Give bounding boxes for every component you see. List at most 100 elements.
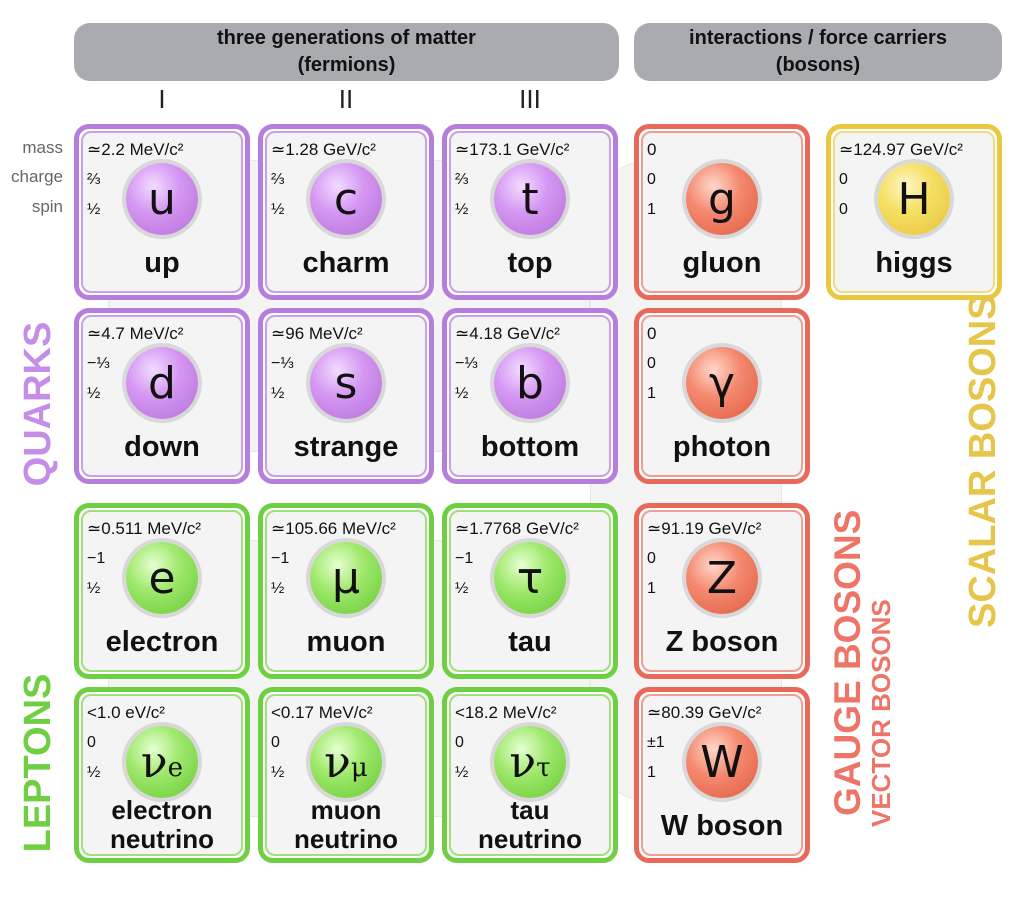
bosons-header-line1: interactions / force carriers [689,27,947,49]
charge-value: 0 [87,734,96,751]
mass-value: ≃1.28 GeV/c² [271,140,376,159]
spin-value: ½ [455,385,469,402]
scalar-bosons-label: SCALAR BOSONS [962,294,1004,628]
fermions-header-line1: three generations of matter [217,27,476,49]
particle-name: muon [306,626,386,658]
charge-value: ⅔ [271,171,285,188]
particle-symbol: c [310,163,382,235]
charge-value: −⅓ [455,355,478,372]
charge-value: −⅓ [87,355,110,372]
spin-value: ½ [87,385,101,402]
particle-card-top[interactable]: ≃173.1 GeV/c² ⅔ ½ t top [442,124,618,300]
mass-value: ≃105.66 MeV/c² [271,519,396,538]
symbol-subscript: τ [536,753,551,783]
charge-value: 0 [839,171,848,188]
symbol-subscript: e [167,753,184,783]
mass-value: 0 [647,140,657,159]
particle-name: electron [105,626,219,658]
particle-card-tau[interactable]: ≃1.7768 GeV/c² −1 ½ τ tau [442,503,618,679]
mass-value: ≃80.39 GeV/c² [647,703,762,722]
symbol-subscript: μ [350,753,368,783]
quarks-label: QUARKS [17,321,59,487]
generation-2-label: II [338,84,354,114]
particle-name-line2: neutrino [110,824,214,854]
particle-name: W boson [660,810,784,842]
particle-symbol: e [126,542,198,614]
spin-value: ½ [87,764,101,781]
symbol-main: ν [140,736,168,788]
particle-card-muon[interactable]: ≃105.66 MeV/c² −1 ½ μ muon [258,503,434,679]
particle-name-line1: electron [111,795,213,825]
particle-name: Z boson [665,626,779,658]
generation-3-label: III [519,84,541,114]
charge-value: −1 [271,550,290,567]
particle-card-z-boson[interactable]: ≃91.19 GeV/c² 0 1 Z Z boson [634,503,810,679]
charge-value: −1 [455,550,474,567]
particle-name: bottom [480,431,580,463]
spin-value: ½ [271,385,285,402]
particle-symbol: H [878,163,950,235]
particle-card-charm[interactable]: ≃1.28 GeV/c² ⅔ ½ c charm [258,124,434,300]
particle-card-higgs[interactable]: ≃124.97 GeV/c² 0 0 H higgs [826,124,1002,300]
charge-value: 0 [647,355,656,372]
charge-value: ±1 [647,734,665,751]
particle-card-strange[interactable]: ≃96 MeV/c² −⅓ ½ s strange [258,308,434,484]
charge-value: −⅓ [271,355,294,372]
particle-symbol: t [494,163,566,235]
particle-card-photon[interactable]: 0 0 1 γ photon [634,308,810,484]
symbol-main: ν [324,736,351,788]
symbol-main: ν [509,736,537,788]
charge-value: 0 [647,171,656,188]
mass-value: ≃4.18 GeV/c² [455,324,560,343]
spin-value: ½ [87,580,101,597]
particle-symbol: W [686,726,758,798]
charge-row-label: charge [11,167,63,186]
gauge-bosons-label: GAUGE BOSONS [827,509,868,816]
spin-value: ½ [455,201,469,218]
particle-card-gluon[interactable]: 0 0 1 g gluon [634,124,810,300]
charge-value: ⅔ [87,171,101,188]
particle-name-line2: neutrino [294,824,398,854]
bosons-header: interactions / force carriers (bosons) [634,23,1002,81]
mass-value: ≃124.97 GeV/c² [839,140,963,159]
spin-value: ½ [455,580,469,597]
charge-value: −1 [87,550,106,567]
particle-card-down[interactable]: ≃4.7 MeV/c² −⅓ ½ d down [74,308,250,484]
mass-value: <0.17 MeV/c² [271,703,373,722]
mass-value: ≃4.7 MeV/c² [87,324,184,343]
spin-value: ½ [271,580,285,597]
spin-value: 1 [647,764,656,781]
particle-symbol: τ [494,542,566,614]
particle-card-w-boson[interactable]: ≃80.39 GeV/c² ±1 1 W W boson [634,687,810,863]
particle-symbol: s [310,347,382,419]
particle-symbol: d [126,347,198,419]
particle-name: photon [672,431,772,463]
spin-value: 1 [647,385,656,402]
mass-value: ≃173.1 GeV/c² [455,140,570,159]
particle-card-bottom[interactable]: ≃4.18 GeV/c² −⅓ ½ b bottom [442,308,618,484]
particle-name: up [144,247,180,279]
leptons-label: LEPTONS [17,673,59,853]
particle-symbol: u [126,163,198,235]
mass-value: 0 [647,324,657,343]
mass-value: <1.0 eV/c² [87,703,165,722]
particle-card-electron[interactable]: ≃0.511 MeV/c² −1 ½ e electron [74,503,250,679]
particle-symbol: g [686,163,758,235]
particle-symbol: γ [686,347,758,419]
particle-name: gluon [682,247,762,279]
spin-value: ½ [271,764,285,781]
particle-name-line2: neutrino [478,824,582,854]
spin-value: ½ [455,764,469,781]
spin-value: 0 [839,201,848,218]
particle-card-up[interactable]: ≃2.2 MeV/c² ⅔ ½ u up [74,124,250,300]
generation-1-label: I [158,84,166,114]
particle-name-line1: muon [310,795,382,825]
